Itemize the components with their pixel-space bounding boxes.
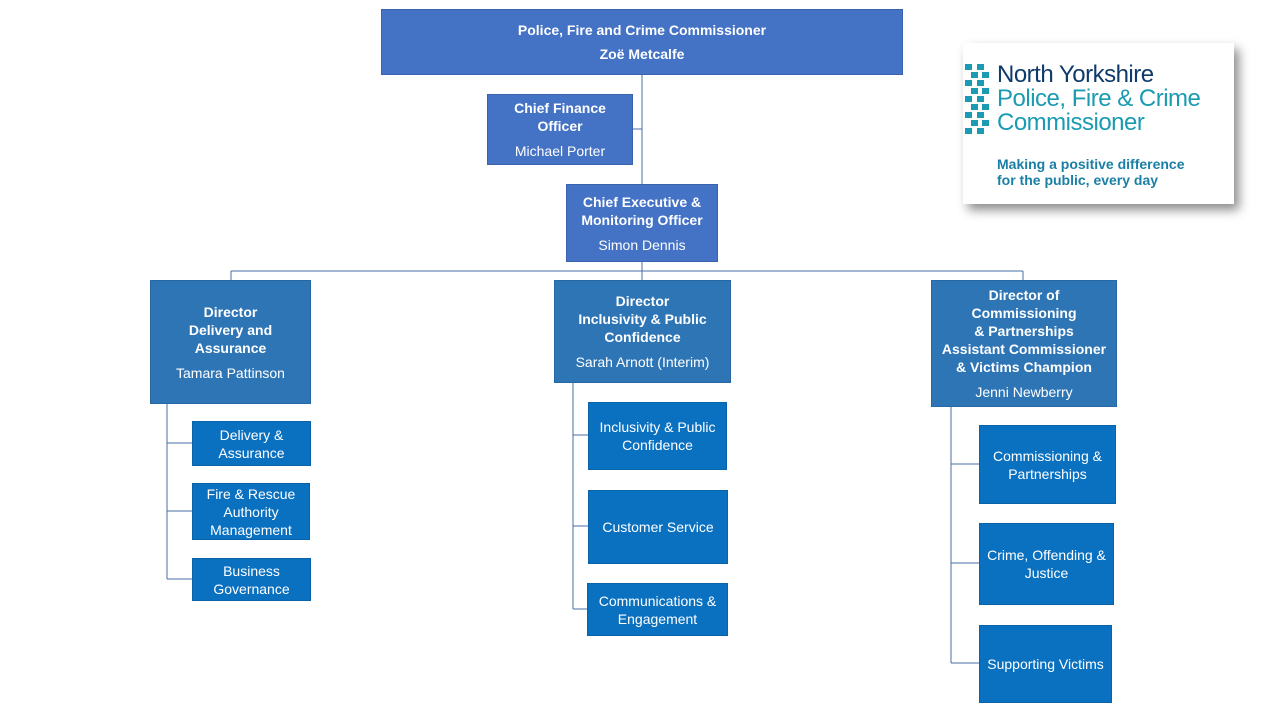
- team-fire-rescue: Fire & Rescue Authority Management: [192, 483, 310, 540]
- cfo-title: Chief Finance Officer: [514, 100, 606, 134]
- chief-executive-name: Simon Dennis: [598, 236, 686, 253]
- team-crime-offending-label: Crime, Offending & Justice: [987, 547, 1106, 581]
- director-delivery-name: Tamara Pattinson: [176, 364, 285, 381]
- team-business-governance-label: Business Governance: [213, 562, 290, 597]
- team-supporting-victims: Supporting Victims: [979, 625, 1112, 703]
- director-delivery-title: Director Delivery and Assurance: [188, 303, 273, 356]
- director-delivery-box: Director Delivery and Assurance Tamara P…: [150, 280, 311, 404]
- team-supporting-victims-label: Supporting Victims: [987, 656, 1104, 672]
- team-customer-service: Customer Service: [588, 490, 728, 564]
- director-commissioning-title: Director of Commissioning & Partnerships…: [941, 287, 1107, 375]
- cfo-box: Chief Finance Officer Michael Porter: [487, 94, 633, 165]
- logo-line-3: Commissioner: [997, 109, 1145, 136]
- team-communications: Communications & Engagement: [587, 583, 728, 636]
- commissioner-box: Police, Fire and Crime Commissioner Zoë …: [381, 9, 903, 75]
- logo-tagline-2: for the public, every day: [997, 172, 1159, 188]
- chief-executive-box: Chief Executive & Monitoring Officer Sim…: [566, 184, 718, 262]
- team-business-governance: Business Governance: [192, 558, 311, 601]
- checker-icon: [965, 64, 989, 134]
- logo-line-1: North Yorkshire: [997, 61, 1154, 88]
- team-communications-label: Communications & Engagement: [598, 592, 717, 627]
- cfo-name: Michael Porter: [514, 143, 606, 159]
- director-inclusivity-title: Director Inclusivity & Public Confidence: [578, 293, 707, 345]
- director-commissioning-box: Director of Commissioning & Partnerships…: [931, 280, 1117, 407]
- team-crime-offending: Crime, Offending & Justice: [979, 523, 1114, 605]
- team-inclusivity: Inclusivity & Public Confidence: [588, 402, 727, 470]
- team-commissioning: Commissioning & Partnerships: [979, 425, 1116, 504]
- logo-wordmark: North Yorkshire Police, Fire & Crime Com…: [997, 61, 1201, 136]
- team-inclusivity-label: Inclusivity & Public Confidence: [599, 419, 716, 453]
- director-commissioning-name: Jenni Newberry: [975, 384, 1073, 400]
- team-customer-service-label: Customer Service: [602, 519, 714, 535]
- director-inclusivity-name: Sarah Arnott (Interim): [575, 354, 710, 370]
- commissioner-name: Zoë Metcalfe: [599, 46, 685, 62]
- team-delivery-assurance-label: Delivery & Assurance: [218, 426, 285, 461]
- nypfcc-logo: North Yorkshire Police, Fire & Crime Com…: [963, 43, 1234, 204]
- logo-line-2: Police, Fire & Crime: [997, 85, 1201, 112]
- commissioner-title: Police, Fire and Crime Commissioner: [517, 22, 767, 38]
- team-fire-rescue-label: Fire & Rescue Authority Management: [206, 485, 296, 538]
- logo-tagline: Making a positive difference for the pub…: [997, 156, 1185, 188]
- chief-executive-title: Chief Executive & Monitoring Officer: [581, 193, 703, 228]
- logo-tagline-1: Making a positive difference: [997, 156, 1185, 172]
- team-commissioning-label: Commissioning & Partnerships: [993, 447, 1102, 482]
- director-inclusivity-box: Director Inclusivity & Public Confidence…: [554, 280, 731, 383]
- team-delivery-assurance: Delivery & Assurance: [192, 421, 311, 466]
